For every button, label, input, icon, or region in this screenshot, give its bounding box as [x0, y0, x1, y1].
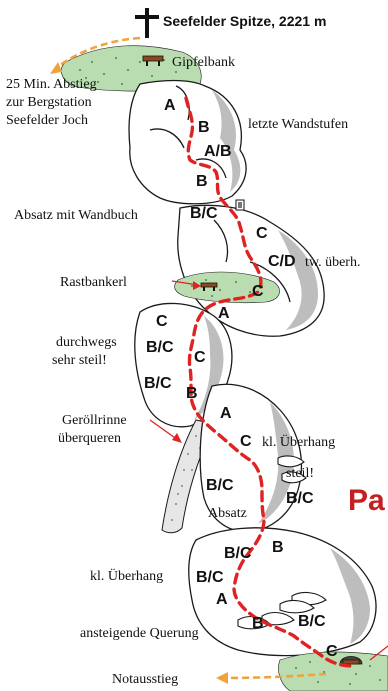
label-steil-short: steil!: [286, 466, 314, 481]
grade-label: C: [326, 643, 338, 660]
grade-label: C: [156, 313, 168, 330]
grade-label: A: [216, 591, 228, 608]
label-letzte-wandstufen: letzte Wandstufen: [248, 117, 348, 132]
label-rastbankerl: Rastbankerl: [60, 275, 127, 290]
grade-label: B: [198, 119, 210, 136]
label-descent-3: Seefelder Joch: [6, 113, 88, 128]
grade-label: B: [252, 615, 264, 632]
label-descent-2: zur Bergstation: [6, 95, 92, 110]
grade-label: B: [196, 173, 208, 190]
label-steil-1: durchwegs: [56, 335, 117, 350]
label-kl-ueberhang-2: kl. Überhang: [90, 567, 163, 584]
grade-label: B/C: [146, 339, 174, 356]
grade-label: A: [164, 97, 176, 114]
grade-label: B/C: [224, 545, 252, 562]
grade-label: B/C: [298, 613, 326, 630]
grade-label: A/B: [204, 143, 232, 160]
grade-label: B/C: [206, 477, 234, 494]
label-kl-ueberhang-1: kl. Überhang: [262, 433, 335, 450]
label-querung: ansteigende Querung: [80, 626, 199, 641]
label-notausstieg: Notausstieg: [112, 672, 178, 687]
label-geroell-1: Geröllrinne: [62, 413, 127, 428]
summit-cross-icon: [135, 8, 159, 38]
summit-title: Seefelder Spitze, 2221 m: [163, 13, 326, 29]
grade-label: B/C: [286, 490, 314, 507]
label-big-partial: Pa: [348, 484, 385, 517]
grade-label: B/C: [190, 205, 218, 222]
grade-label: C: [256, 225, 268, 242]
grade-label: A: [220, 405, 232, 422]
grade-label: C: [240, 433, 252, 450]
grade-label: A: [218, 305, 230, 322]
label-tw-ueberh: tw. überh.: [305, 255, 360, 270]
grade-label: B/C: [144, 375, 172, 392]
grade-label: B/C: [196, 569, 224, 586]
wall-book-icon: [236, 200, 244, 210]
label-absatz-wandbuch: Absatz mit Wandbuch: [14, 208, 138, 223]
grade-label: B: [272, 539, 284, 556]
grade-label: C: [194, 349, 206, 366]
grade-label: C: [252, 283, 264, 300]
grade-label: C/D: [268, 253, 296, 270]
label-gipfelbank: Gipfelbank: [172, 55, 235, 70]
label-geroell-2: überqueren: [58, 431, 121, 446]
label-absatz: Absatz: [208, 506, 247, 521]
grade-label: B: [186, 385, 198, 402]
label-steil-2: sehr steil!: [52, 353, 107, 368]
label-descent-1: 25 Min. Abstieg: [6, 77, 97, 92]
